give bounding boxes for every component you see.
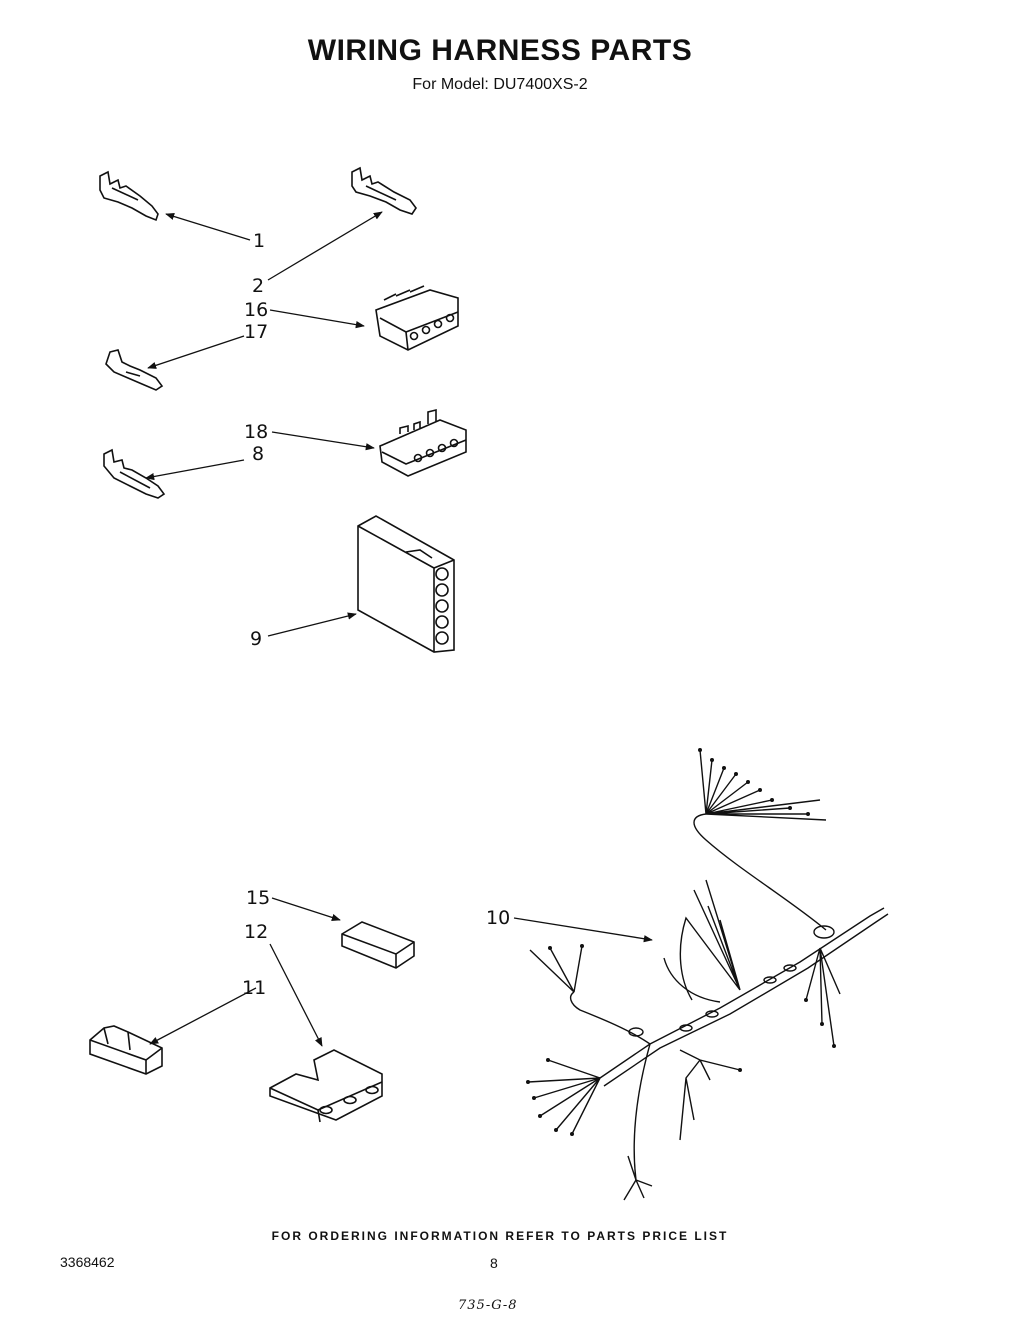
callout-10: 10 bbox=[486, 907, 510, 929]
terminal-part-1 bbox=[99, 170, 159, 222]
leader-lines bbox=[145, 211, 653, 1047]
callout-15: 15 bbox=[246, 887, 270, 909]
plug-part-15 bbox=[341, 921, 415, 969]
harness-wire-ends bbox=[526, 748, 836, 1136]
page-title: WIRING HARNESS PARTS bbox=[307, 34, 693, 67]
callout-8: 8 bbox=[252, 443, 264, 465]
bracket-part-12 bbox=[269, 1049, 383, 1123]
callout-2: 2 bbox=[252, 275, 264, 297]
connector-block-part-9 bbox=[357, 515, 455, 653]
housing-part-11 bbox=[89, 1025, 163, 1075]
handwritten-note: 735-G-8 bbox=[458, 1298, 518, 1313]
terminal-part-2 bbox=[351, 166, 417, 215]
document-number: 3368462 bbox=[60, 1254, 115, 1270]
connector-part-16 bbox=[375, 285, 459, 351]
callout-12: 12 bbox=[244, 921, 268, 943]
callout-11: 11 bbox=[242, 977, 266, 999]
callout-17: 17 bbox=[244, 321, 268, 343]
callout-9: 9 bbox=[250, 628, 262, 650]
callout-1: 1 bbox=[253, 230, 265, 252]
callout-16: 16 bbox=[244, 299, 268, 321]
model-subtitle: For Model: DU7400XS-2 bbox=[412, 76, 588, 93]
terminal-part-8 bbox=[103, 448, 166, 499]
wiring-harness-part-10 bbox=[527, 749, 889, 1201]
terminal-part-17 bbox=[105, 349, 164, 391]
connector-part-18 bbox=[379, 408, 467, 477]
callout-18: 18 bbox=[244, 421, 268, 443]
ordering-note: FOR ORDERING INFORMATION REFER TO PARTS … bbox=[271, 1229, 729, 1243]
page-number: 8 bbox=[490, 1255, 498, 1271]
